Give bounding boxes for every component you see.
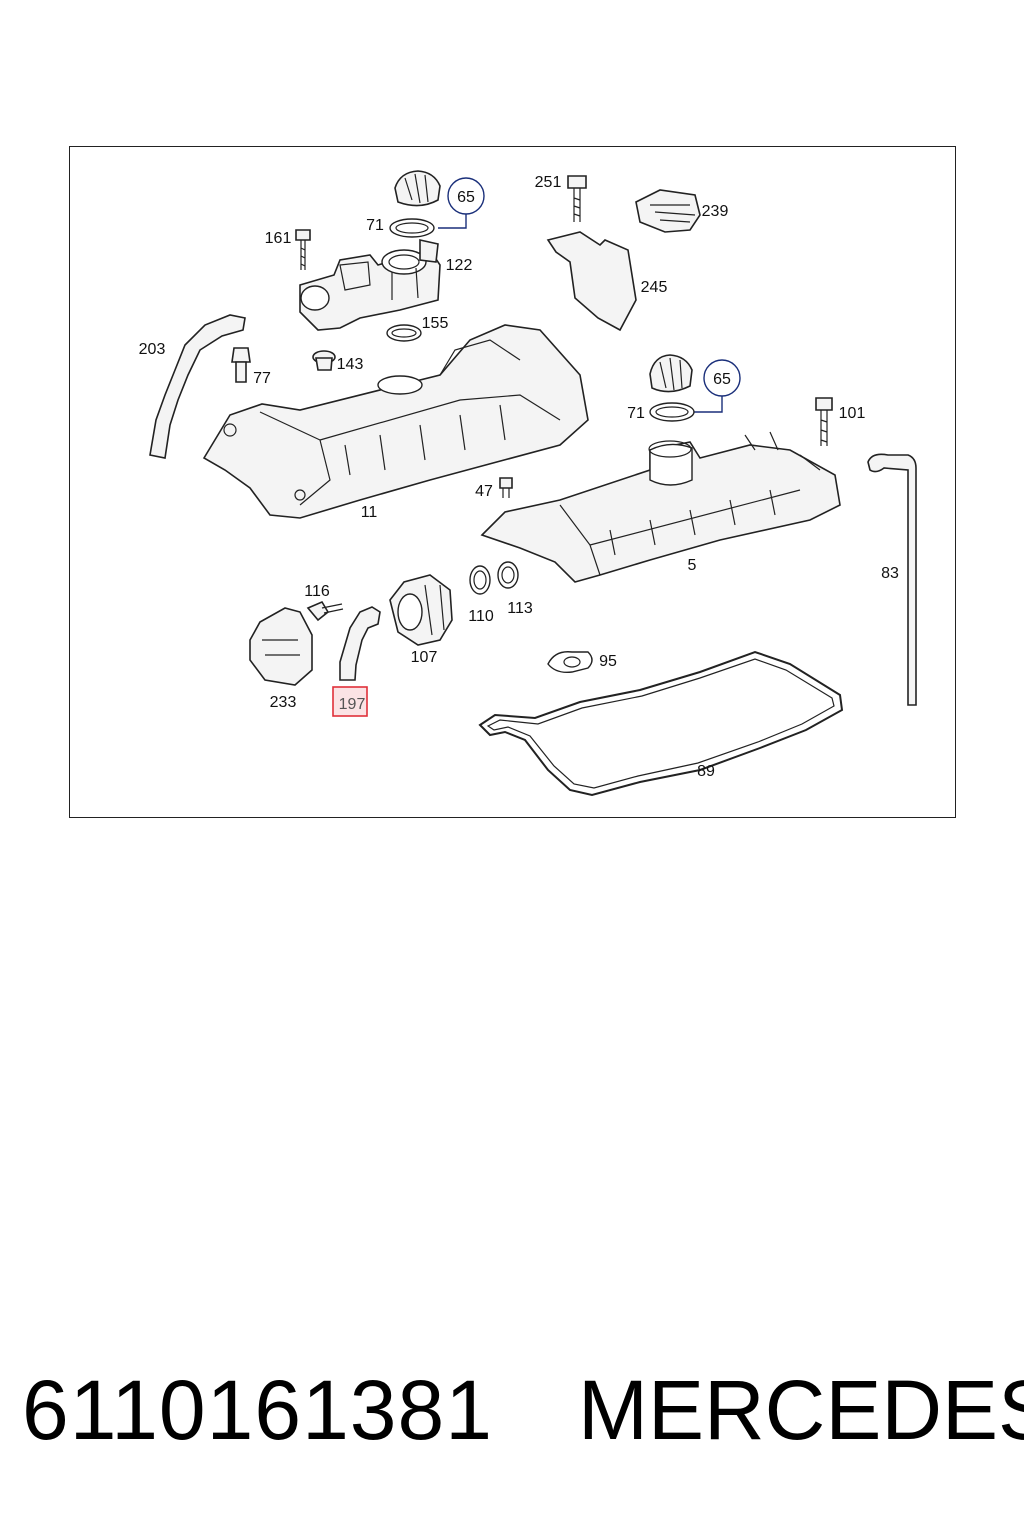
bolt-161 xyxy=(295,229,311,270)
callout-239: 239 xyxy=(702,203,729,220)
callout-71-top: 71 xyxy=(366,217,384,234)
callout-233: 233 xyxy=(270,694,297,711)
cover-233 xyxy=(249,607,313,686)
callout-122: 122 xyxy=(446,257,473,274)
callout-245: 245 xyxy=(641,279,668,296)
parts-diagram-frame xyxy=(69,146,956,818)
callout-71-right: 71 xyxy=(627,405,645,422)
cylinder-head-cover-5 xyxy=(480,431,841,583)
sensor-77 xyxy=(231,347,251,383)
bolt-251 xyxy=(567,175,587,222)
callout-113: 113 xyxy=(507,600,533,617)
oil-filler-cap-top xyxy=(394,170,441,207)
callout-203: 203 xyxy=(139,341,166,358)
callout-155: 155 xyxy=(422,315,449,332)
callout-251: 251 xyxy=(535,174,562,191)
callout-47: 47 xyxy=(475,483,493,500)
callout-110: 110 xyxy=(468,608,494,625)
connector-239 xyxy=(635,189,701,233)
callout-89: 89 xyxy=(697,763,715,780)
callout-197: 197 xyxy=(339,696,366,713)
bracket-245 xyxy=(546,231,637,332)
gasket-95 xyxy=(547,651,593,674)
callout-101: 101 xyxy=(839,405,866,422)
pipe-83 xyxy=(867,453,917,706)
valve-107 xyxy=(389,574,453,646)
callout-143: 143 xyxy=(337,356,364,373)
parts-diagram: 65 71 161 122 155 203 77 143 11 47 251 2… xyxy=(139,170,917,797)
oil-separator-122 xyxy=(299,239,441,331)
callout-65-right: 65 xyxy=(713,371,731,388)
callout-77: 77 xyxy=(253,370,271,387)
seal-ring-71-right xyxy=(649,402,695,422)
cylinder-head-cover-11 xyxy=(202,324,589,519)
seal-ring-110 xyxy=(469,565,491,595)
breather-hose-203 xyxy=(149,314,246,459)
highlight-box-197 xyxy=(332,686,368,717)
bolt-101 xyxy=(815,397,833,446)
callout-107: 107 xyxy=(411,649,438,666)
callout-95: 95 xyxy=(599,653,617,670)
gasket-89 xyxy=(478,650,844,797)
callout-5: 5 xyxy=(688,557,697,574)
callout-11: 11 xyxy=(361,504,378,521)
callout-83: 83 xyxy=(881,565,899,582)
callout-116: 116 xyxy=(304,583,330,600)
hose-197 xyxy=(339,606,381,681)
callout-65-top: 65 xyxy=(457,189,475,206)
leader-71-top xyxy=(438,214,467,229)
part-number: 6110161381 xyxy=(22,1363,493,1457)
callout-161: 161 xyxy=(265,230,292,247)
oil-filler-cap-right xyxy=(649,354,693,393)
screw-47 xyxy=(499,477,513,498)
seal-ring-155 xyxy=(386,324,422,342)
screw-116 xyxy=(306,600,344,622)
seal-ring-113 xyxy=(497,561,519,589)
leader-71-right xyxy=(694,396,723,413)
brand-name: MERCEDES xyxy=(578,1363,1024,1457)
plug-143 xyxy=(312,350,336,371)
seal-ring-71-top xyxy=(389,218,435,238)
